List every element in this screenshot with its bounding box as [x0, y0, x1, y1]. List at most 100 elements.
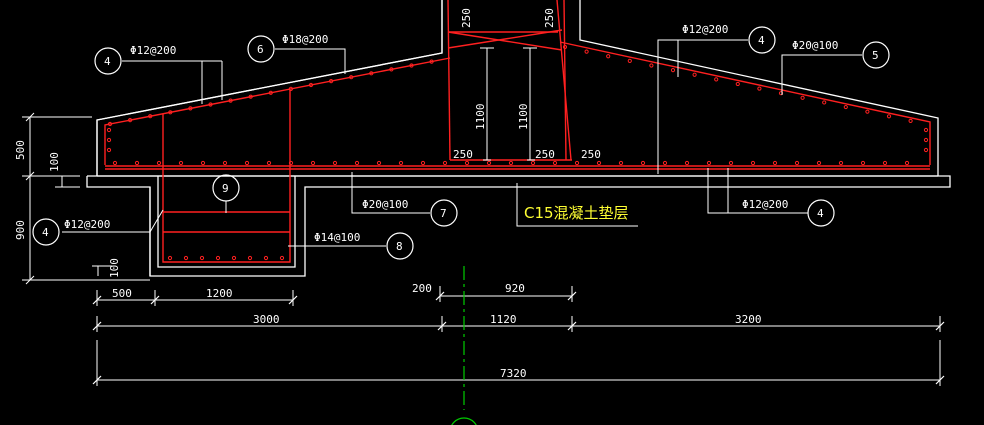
rebar-dot [268, 90, 273, 95]
dim-total-7320: 7320 [500, 367, 527, 380]
rebar-dot [215, 255, 221, 261]
rebar-dot [329, 79, 334, 84]
footing-left-slope [96, 0, 443, 176]
callout-7-num: 7 [440, 207, 447, 220]
callout-7-spec: Φ20@100 [362, 198, 408, 211]
dim-row1-1200: 1200 [206, 287, 233, 300]
callout-4b-spec: Φ12@200 [682, 23, 728, 36]
rebar-dot [778, 91, 784, 96]
rebar-dot [106, 137, 112, 143]
rebar-dot [429, 59, 434, 64]
rebar-dot [464, 160, 470, 166]
callout-6-num: 6 [257, 43, 264, 56]
cushion-layer [86, 175, 951, 277]
cushion-note: C15混凝土垫层 [524, 204, 629, 222]
rebar-dot [757, 86, 762, 91]
rebar-dot [886, 114, 892, 119]
callout-4c-num: 4 [817, 207, 824, 220]
dim-row3-3000: 3000 [253, 313, 280, 326]
rebar-dot [106, 147, 112, 153]
rebar-dot [838, 160, 844, 166]
column-bar-left [447, 0, 451, 161]
rebar-dot [349, 75, 354, 80]
rebar-dot [409, 63, 414, 68]
rebar-dot [279, 255, 285, 261]
dim-column-top-left: 250 [460, 8, 473, 28]
rebar-dot [310, 160, 316, 166]
rebar-dot [222, 160, 228, 166]
dim-height-right: 1100 [517, 104, 530, 131]
rebar-dot [148, 114, 153, 119]
bottom-dims [92, 286, 945, 386]
pit-inner [157, 176, 296, 268]
rebar-dot [354, 160, 360, 166]
rebar-dot [670, 68, 676, 73]
rebar-dot [420, 160, 426, 166]
rebar-dot [714, 77, 719, 82]
rebar-dot [199, 255, 205, 261]
dim-row2-200: 200 [412, 282, 432, 295]
rebar-dot [865, 109, 870, 114]
column-cross-2 [447, 29, 563, 49]
rebar-dot [188, 106, 193, 111]
dim-row3-1120: 1120 [490, 313, 517, 326]
dim-100b: 100 [108, 258, 121, 278]
callout-4d-num: 4 [42, 226, 49, 239]
rebar-dot [208, 102, 213, 107]
dim-bottom-1: 250 [453, 148, 473, 161]
rebar-dot [228, 98, 233, 103]
rebar-dot [882, 160, 888, 166]
rebar-dot [662, 160, 668, 166]
dim-bottom-2: 250 [535, 148, 555, 161]
rebar-dot [562, 44, 568, 50]
rebar-dot [266, 160, 272, 166]
column-dims [480, 47, 537, 161]
rebar-dot [574, 160, 580, 166]
rebar-dot [389, 67, 394, 72]
rebar-dot [288, 160, 294, 166]
rebar-dot [627, 58, 632, 63]
rebar-dot [530, 160, 536, 166]
rebar-dot [178, 160, 184, 166]
rebar-dot [112, 160, 118, 166]
rebar-dot [552, 160, 558, 166]
rebar-dot [134, 160, 140, 166]
rebar-dot [692, 72, 697, 77]
rebar-dot [247, 255, 253, 261]
rebar-top-left [104, 57, 451, 165]
rebar-dot [248, 94, 253, 99]
rebar-dot [584, 49, 589, 54]
rebar-dot [904, 160, 910, 166]
rebar-dot [923, 147, 929, 153]
rebar-top-right [559, 41, 931, 165]
rebar-dot [183, 255, 189, 261]
rebar-dot [168, 110, 173, 115]
dim-row3-3200: 3200 [735, 313, 762, 326]
dim-100: 100 [48, 152, 61, 172]
rebar-dot [263, 255, 269, 261]
rebar-dot [649, 63, 654, 68]
rebar-dot [398, 160, 404, 166]
concrete-outline [86, 0, 951, 277]
rebar-dot [244, 160, 250, 166]
callout-4d-spec: Φ12@200 [64, 218, 110, 231]
rebar-dot [728, 160, 734, 166]
rebar-dot [706, 160, 712, 166]
callout-9-num: 9 [222, 182, 229, 195]
callout-4a-spec: Φ12@200 [130, 44, 176, 57]
rebar-dot [106, 127, 112, 133]
dim-500: 500 [14, 140, 27, 160]
rebar-dot [618, 160, 624, 166]
dim-column-top-right: 250 [543, 8, 556, 28]
rebar-dot [684, 160, 690, 166]
rebar-dots [106, 44, 929, 261]
rebar-dot [288, 86, 293, 92]
rebar-dot [486, 160, 492, 166]
column-bar-mid [563, 0, 567, 161]
footing-outline [96, 0, 443, 176]
rebar-dot [816, 160, 822, 166]
dim-bottom-3: 250 [581, 148, 601, 161]
rebar-dot [107, 121, 113, 127]
rebar-dot [772, 160, 778, 166]
